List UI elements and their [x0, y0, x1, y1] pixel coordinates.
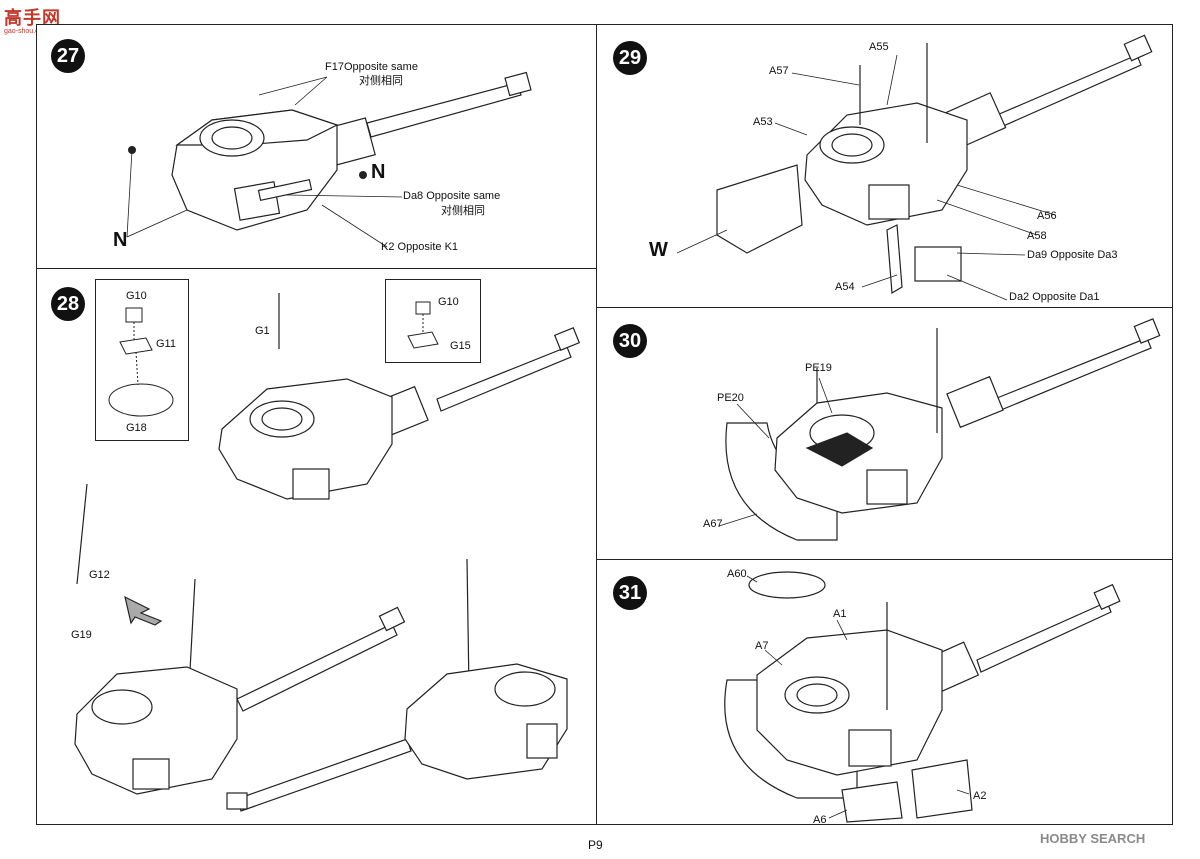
callout-a2: A2: [973, 790, 987, 802]
callout-g10-right: G10: [438, 296, 459, 308]
callout-n-right: N: [371, 161, 386, 183]
step-29-panel: 29 A55 A57 A53 A56: [596, 24, 1173, 308]
step-27-number: 27: [51, 39, 85, 73]
callout-da8-cn: 对侧相同: [441, 205, 485, 217]
callout-da8: Da8 Opposite same: [403, 190, 501, 202]
callout-pe20: PE20: [717, 392, 744, 404]
callout-a6: A6: [813, 814, 827, 826]
callout-a54: A54: [835, 281, 855, 293]
callout-g18: G18: [126, 422, 147, 434]
callout-a55: A55: [869, 41, 889, 53]
callout-da2: Da2 Opposite Da1: [1009, 291, 1100, 303]
step-29-turret-drawing: [676, 34, 1153, 301]
callout-g11: G11: [156, 338, 176, 350]
callout-a58: A58: [1027, 230, 1047, 242]
step-27-panel: 27 F17Opposite same 对侧相同 Da8 Opposite sa…: [36, 24, 597, 269]
callout-f17-cn: 对侧相同: [359, 75, 403, 87]
watermark-hobby-search: HOBBY SEARCH: [1040, 831, 1146, 846]
callout-a7: A7: [755, 640, 769, 652]
step-28-inset-g18: G10 G11 G18: [95, 279, 189, 441]
site-logo: 高手网 gao-shou.com: [4, 4, 61, 35]
inset-g18-drawing: [108, 307, 174, 417]
step-27-turret-drawing: [126, 71, 532, 248]
callout-g1: G1: [255, 325, 270, 337]
callout-pe19: PE19: [805, 362, 832, 374]
page-number: P9: [588, 838, 603, 852]
callout-a53: A53: [753, 116, 773, 128]
step-28-turret-drawings: [74, 293, 581, 812]
step-30-panel: 30 PE19 PE20 A67: [596, 307, 1173, 560]
callout-a60: A60: [727, 568, 747, 580]
callout-k2: K2 Opposite K1: [381, 241, 459, 253]
step-28-inset-g15: G10 G15: [385, 279, 481, 363]
step-28-number: 28: [51, 287, 85, 321]
callout-a57: A57: [769, 65, 789, 77]
callout-g10-inset: G10: [126, 290, 147, 302]
callout-da9: Da9 Opposite Da3: [1027, 249, 1118, 261]
callout-g12: G12: [89, 569, 110, 581]
step-29-number: 29: [613, 41, 647, 75]
step-31-panel: 31 A60 A1 A7 A2 A6: [596, 559, 1173, 826]
callout-w: W: [649, 239, 668, 261]
step-31-number: 31: [613, 576, 647, 610]
step-28-panel: 28 G10 G11 G18 G10 G15: [36, 268, 597, 825]
site-logo-sub: gao-shou.com: [4, 28, 49, 35]
callout-g19: G19: [71, 629, 92, 641]
callout-g15: G15: [450, 340, 471, 352]
callout-a67: A67: [703, 518, 723, 530]
site-logo-main: 高手网: [4, 8, 61, 28]
step-30-turret-drawing: [718, 318, 1161, 541]
callout-a56: A56: [1037, 210, 1057, 222]
callout-n-left: N: [113, 229, 128, 251]
inset-g15-drawing: [407, 301, 439, 349]
callout-f17: F17Opposite same: [325, 61, 418, 73]
step-31-turret-drawing: [724, 571, 1121, 823]
callout-a1: A1: [833, 608, 847, 620]
step-30-number: 30: [613, 324, 647, 358]
